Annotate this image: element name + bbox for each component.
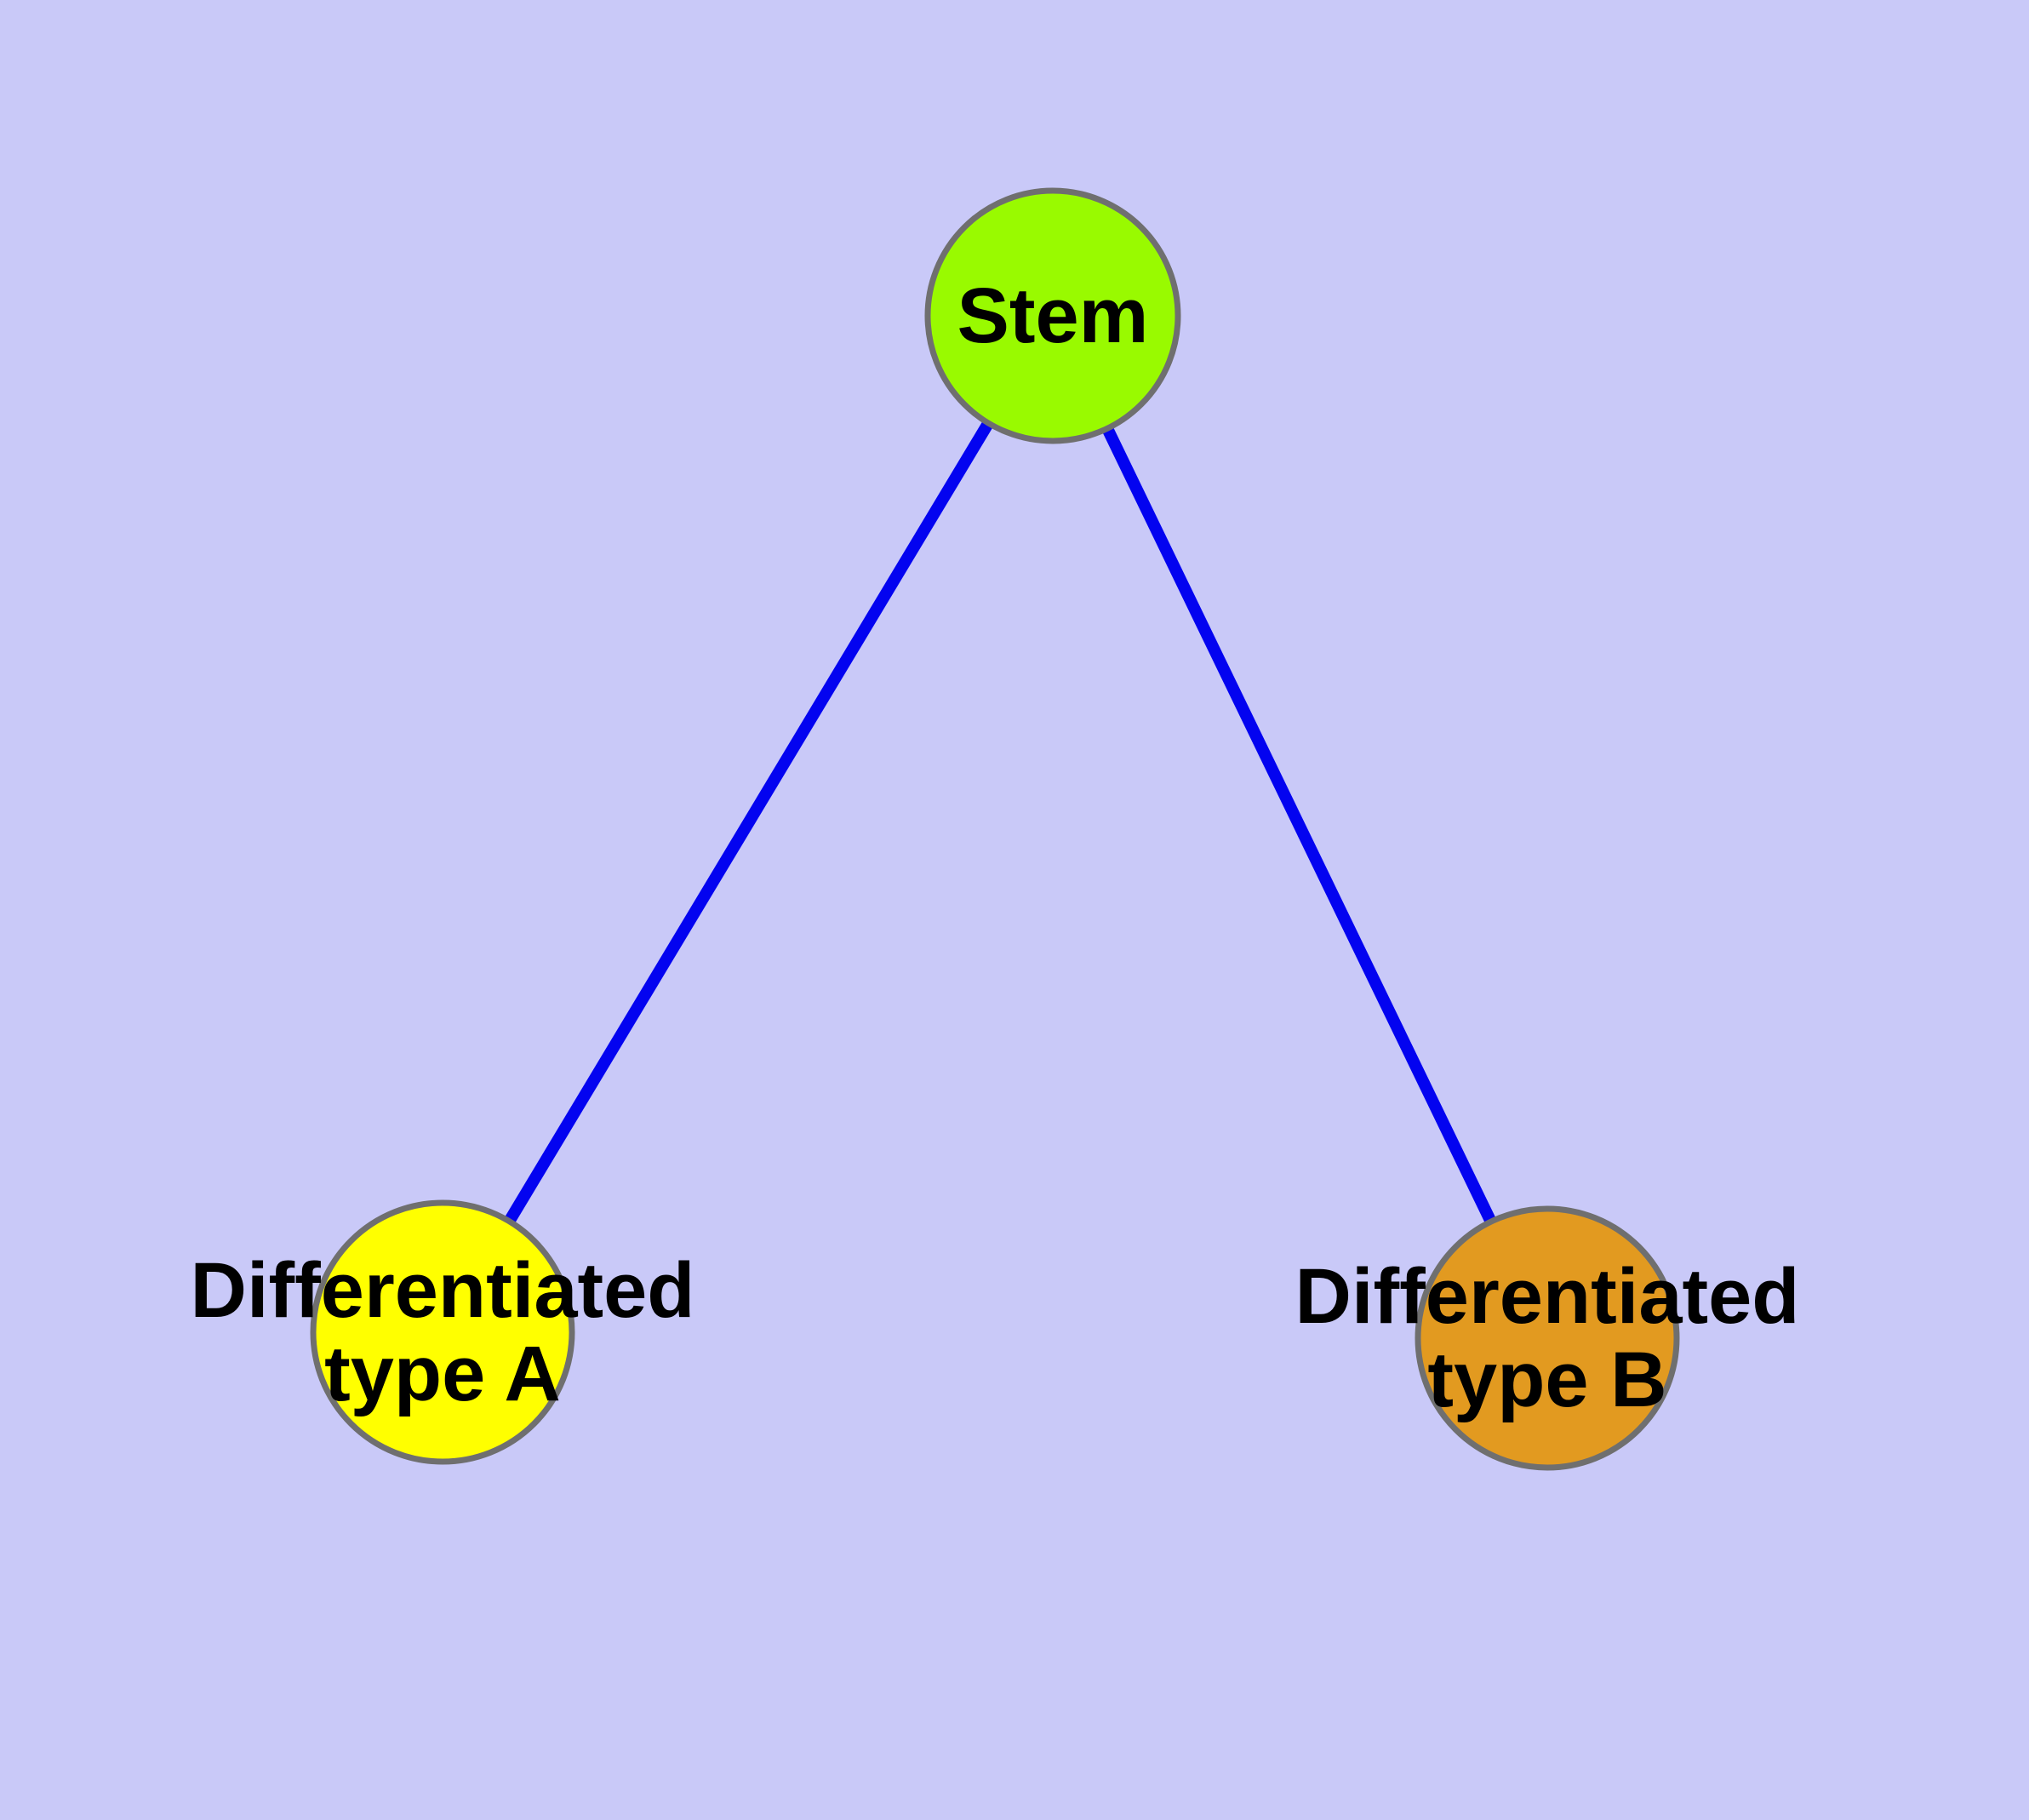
node-type-b-label-line2: type B [1427, 1336, 1667, 1423]
node-stem-label-line: Stem [957, 272, 1149, 359]
edge-stem-to-type-a [437, 312, 1059, 1336]
node-type-a-label-line2: type A [324, 1331, 561, 1417]
edge-stem-to-type-b [1047, 312, 1553, 1342]
node-type-b-label-line1: Differentiated [1295, 1253, 1800, 1340]
edges-group [437, 312, 1553, 1342]
node-type-b-circle [1415, 1205, 1680, 1471]
node-type-a-circle [310, 1199, 575, 1465]
node-stem-label: Stem [957, 274, 1149, 358]
node-type-b-label: Differentiated type B [1295, 1255, 1800, 1422]
node-stem-circle [924, 187, 1181, 444]
nodes-group [310, 187, 1680, 1471]
node-type-a-label: Differentiated type A [191, 1249, 695, 1416]
node-type-a-label-line1: Differentiated [190, 1247, 695, 1334]
